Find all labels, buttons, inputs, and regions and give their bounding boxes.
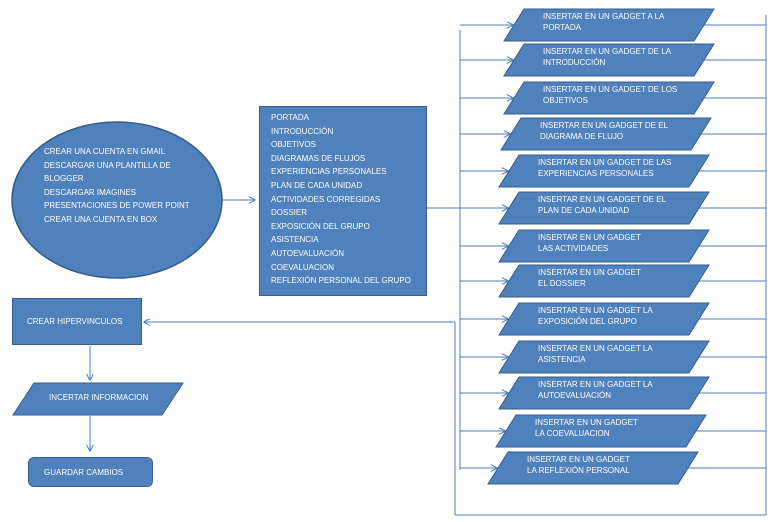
oval-line: DESCARGAR UNA PLANTILLA DE xyxy=(44,160,171,170)
gadget-label: INSERTAR EN UN GADGET LA AUTOEVALUACIÓN xyxy=(538,379,653,401)
insert-info-shape xyxy=(12,382,184,416)
gadget-label-line1: INSERTAR EN UN GADGET xyxy=(527,455,630,464)
gadget-shape xyxy=(498,302,710,336)
gadget-label-line1: INSERTAR EN UN GADGET xyxy=(538,268,641,277)
section-item-diagramas: DIAGRAMAS DE FLUJOS xyxy=(271,153,366,163)
save-changes-box xyxy=(28,457,153,487)
gadget-label: INSERTAR EN UN GADGET LA ASISTENCIA xyxy=(538,343,653,365)
save-changes-label: GUARDAR CAMBIOS xyxy=(44,468,124,477)
gadget-shape xyxy=(498,340,710,374)
insert-info-label: INCERTAR INFORMACION xyxy=(49,393,149,402)
setup-oval-text: CREAR UNA CUENTA EN GMAIL DESCARGAR UNA … xyxy=(44,145,190,227)
gadget-label-line2: PLAN DE CADA UNIDAD xyxy=(538,206,630,215)
section-item-asistencia: ASISTENCIA xyxy=(271,235,319,245)
section-item-coevaluacion: COEVALUACION xyxy=(271,262,334,272)
gadget-shape xyxy=(503,43,715,77)
gadget-label: INSERTAR EN UN GADGET LA COEVALUACION xyxy=(535,417,638,439)
gadget-label: INSERTAR EN UN GADGET LAS ACTIVIDADES xyxy=(538,232,641,254)
section-item-autoevaluacion: AUTOEVALUACIÓN xyxy=(271,248,345,258)
gadget-shape xyxy=(498,229,710,263)
oval-line: CREAR UNA CUENTA EN BOX xyxy=(44,214,158,224)
section-item-objetivos: OBJETIVOS xyxy=(271,140,316,150)
gadget-label-line1: INSERTAR EN UN GADGET DE EL xyxy=(538,195,667,204)
section-item-reflexion: REFLEXIÓN PERSONAL DEL GRUPO xyxy=(271,276,411,286)
gadget-label-line1: INSERTAR EN UN GADGET xyxy=(535,418,638,427)
oval-line: CREAR UNA CUENTA EN GMAIL xyxy=(44,147,166,156)
gadget-shape xyxy=(498,191,710,225)
gadget-label-line1: INSERTAR EN UN GADGET DE LA xyxy=(543,47,672,56)
sections-box xyxy=(259,106,427,296)
gadget-label-line2: LA REFLEXIÓN PERSONAL xyxy=(527,466,630,475)
section-item-experiencias: EXPERIENCIAS PERSONALES xyxy=(271,167,387,177)
section-item-exposicion: EXPOSICIÓN DEL GRUPO xyxy=(271,221,370,231)
gadget-label-line1: INSERTAR EN UN GADGET DE LOS xyxy=(543,85,678,94)
gadget-label-line1: INSERTAR EN UN GADGET A LA xyxy=(543,12,665,21)
gadget-label-line2: ASISTENCIA xyxy=(538,355,586,364)
sections-list: PORTADA INTRODUCCIÓN OBJETIVOS DIAGRAMAS… xyxy=(271,111,411,288)
gadget-label-line1: INSERTAR EN UN GADGET xyxy=(538,233,641,242)
section-item-introduccion: INTRODUCCIÓN xyxy=(271,126,334,136)
gadget-label-line2: LAS ACTIVIDADES xyxy=(538,244,609,253)
gadget-shape xyxy=(498,154,710,188)
oval-line: DESCARGAR IMAGINES xyxy=(44,187,137,197)
gadget-label-line2: LA COEVALUACION xyxy=(535,429,610,438)
gadget-shape xyxy=(503,81,715,115)
gadget-label-line1: INSERTAR EN UN GADGET LA xyxy=(538,344,653,353)
gadget-label: INSERTAR EN UN GADGET DE LAS EXPERIENCIAS… xyxy=(538,157,671,179)
gadget-label: INSERTAR EN UN GADGET LA EXPOSICIÓN DEL G… xyxy=(538,305,653,327)
gadget-label-line2: AUTOEVALUACIÓN xyxy=(538,391,612,400)
gadget-label: INSERTAR EN UN GADGET DE LOS OBJETIVOS xyxy=(543,84,677,106)
oval-line: PRESENTACIONES DE POWER POINT xyxy=(44,201,190,211)
gadget-label-line2: PORTADA xyxy=(543,23,581,32)
gadget-label-line1: INSERTAR EN UN GADGET DE EL xyxy=(540,121,669,130)
setup-oval-shape xyxy=(11,121,223,279)
gadget-label-line2: INTRODUCCIÓN xyxy=(543,58,606,67)
gadget-label-line1: INSERTAR EN UN GADGET LA xyxy=(538,380,653,389)
gadget-label: INSERTAR EN UN GADGET A LA PORTADA xyxy=(543,11,664,33)
gadget-label-line2: EL DOSSIER xyxy=(538,279,586,288)
gadget-label: INSERTAR EN UN GADGET DE EL DIAGRAMA DE F… xyxy=(540,120,668,142)
gadget-label-line2: EXPERIENCIAS PERSONALES xyxy=(538,169,654,178)
gadget-label: INSERTAR EN UN GADGET DE EL PLAN DE CADA … xyxy=(538,194,666,216)
gadget-shape xyxy=(498,376,710,410)
create-hyperlinks-box xyxy=(12,298,142,345)
gadget-label-line2: EXPOSICIÓN DEL GRUPO xyxy=(538,317,637,326)
gadget-shape xyxy=(498,264,710,298)
gadget-shape xyxy=(487,451,699,485)
section-item-plan: PLAN DE CADA UNIDAD xyxy=(271,180,363,190)
gadget-label-line2: OBJETIVOS xyxy=(543,96,588,105)
gadget-label: INSERTAR EN UN GADGET LA REFLEXIÓN PERSON… xyxy=(527,454,630,476)
oval-line: BLOGGER xyxy=(44,174,84,184)
gadget-label-line1: INSERTAR EN UN GADGET LA xyxy=(538,306,653,315)
section-item-dossier: DOSSIER xyxy=(271,208,308,218)
gadget-label: INSERTAR EN UN GADGET DE LA INTRODUCCIÓN xyxy=(543,46,671,68)
gadget-label-line2: DIAGRAMA DE FLUJO xyxy=(540,132,624,141)
gadget-shape xyxy=(495,414,707,448)
gadget-label-line1: INSERTAR EN UN GADGET DE LAS xyxy=(538,158,672,167)
gadget-label: INSERTAR EN UN GADGET EL DOSSIER xyxy=(538,267,641,289)
section-item-actividades: ACTIVIDADES CORREGIDAS xyxy=(271,194,381,204)
create-hyperlinks-label: CREAR HIPERVINCULOS xyxy=(27,317,123,326)
gadget-shape xyxy=(503,8,715,42)
section-item-portada: PORTADA xyxy=(271,113,309,122)
gadget-shape xyxy=(500,117,712,151)
